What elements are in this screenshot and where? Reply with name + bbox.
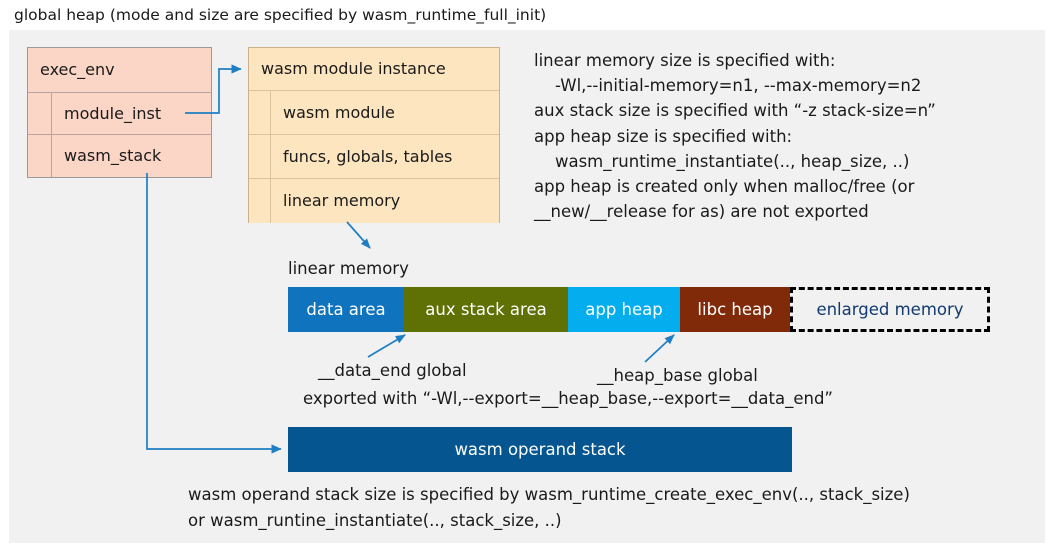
module-instance-row-wasm-module: wasm module: [249, 91, 499, 135]
memory-segment-label: app heap: [585, 300, 663, 319]
heap-base-global-annotation: __heap_base global: [597, 366, 758, 385]
memory-segment-app-heap: app heap: [568, 287, 680, 332]
data-end-global-annotation: __data_end global: [318, 361, 467, 380]
linear-memory-bar-caption: linear memory: [288, 259, 409, 278]
module-instance-row-funcs-globals-tables: funcs, globals, tables: [249, 135, 499, 179]
exec-env-box: exec_env module_inst wasm_stack: [27, 47, 212, 178]
exec-env-row-wasm-stack: wasm_stack: [28, 135, 211, 177]
wasm-operand-stack-note: wasm operand stack size is specified by …: [188, 485, 910, 530]
export-flags-annotation: exported with “-Wl,--export=__heap_base,…: [303, 389, 833, 408]
funcs-globals-tables-label: funcs, globals, tables: [283, 146, 453, 166]
indent-spacer: [249, 135, 271, 178]
indent-spacer: [28, 135, 52, 177]
wasm-operand-stack-bar: wasm operand stack: [288, 427, 792, 472]
memory-segment-label: libc heap: [697, 300, 773, 319]
memory-segment-label: data area: [306, 300, 386, 319]
wasm-module-label: wasm module: [283, 102, 395, 122]
exec-env-row-module-inst: module_inst: [28, 93, 211, 135]
module-inst-label: module_inst: [64, 103, 162, 123]
memory-segment-label: enlarged memory: [816, 300, 964, 319]
memory-segment-label: aux stack area: [425, 300, 547, 319]
indent-spacer: [28, 93, 52, 134]
module-instance-header-label: wasm module instance: [261, 59, 446, 78]
module-instance-row-linear-memory: linear memory: [249, 179, 499, 223]
page-title: global heap (mode and size are specified…: [14, 6, 547, 24]
module-instance-header: wasm module instance: [249, 48, 499, 91]
memory-segment-data-area: data area: [288, 287, 404, 332]
indent-spacer: [249, 91, 271, 134]
wasm-stack-label: wasm_stack: [64, 146, 162, 165]
linear-memory-label: linear memory: [283, 191, 401, 210]
exec-env-header: exec_env: [28, 48, 211, 93]
memory-segment-enlarged-memory: enlarged memory: [790, 287, 990, 332]
linear-memory-bar: data area aux stack area app heap libc h…: [288, 287, 990, 332]
linear-memory-notes: linear memory size is specified with: -W…: [534, 51, 936, 222]
exec-env-header-label: exec_env: [40, 60, 115, 79]
memory-segment-libc-heap: libc heap: [680, 287, 790, 332]
indent-spacer: [249, 179, 271, 223]
memory-segment-aux-stack-area: aux stack area: [404, 287, 568, 332]
wasm-module-instance-box: wasm module instance wasm module funcs, …: [248, 47, 500, 223]
wasm-operand-stack-label: wasm operand stack: [454, 440, 626, 459]
